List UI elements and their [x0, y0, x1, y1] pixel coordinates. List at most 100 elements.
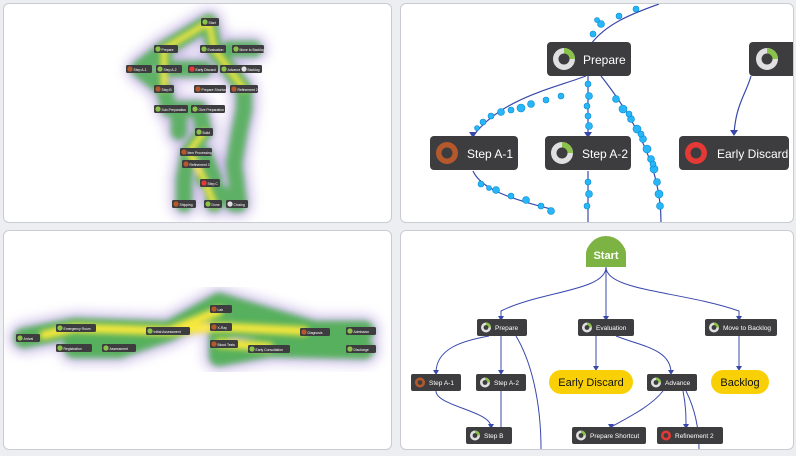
node-discharge[interactable]: Discharge: [346, 345, 376, 353]
node-label: Start: [209, 21, 216, 25]
node-early-discard[interactable]: Early Discard: [188, 65, 218, 73]
node-partial-right[interactable]: [749, 42, 793, 76]
node-label: Evaluation: [208, 48, 224, 52]
node-move-to-backlog[interactable]: Move to Backlog: [705, 319, 777, 336]
node-label: Step C: [208, 182, 219, 186]
node-advance[interactable]: Advance: [647, 374, 697, 391]
process-heatmap-panel[interactable]: Start Prepare Evaluation Move to Backlog…: [3, 3, 392, 223]
node-assessment[interactable]: Assessment: [102, 344, 136, 352]
start-label: Start: [593, 250, 618, 262]
node-step-b[interactable]: Step B: [154, 85, 174, 93]
node-move-to-backlog[interactable]: Move to Backlog: [232, 45, 265, 53]
node-step-a1[interactable]: Step A-1: [430, 136, 518, 170]
flowchart-panel[interactable]: Start Prepare Evaluation Move to Backlog…: [400, 230, 794, 450]
node-start[interactable]: Start: [201, 18, 219, 26]
node-build[interactable]: Build: [195, 128, 213, 136]
node-registration[interactable]: Registration: [56, 344, 92, 352]
node-label: Early Discard: [717, 147, 788, 161]
node-emergency-room[interactable]: Emergency Room: [56, 324, 96, 332]
node-label: Closing: [234, 203, 245, 207]
node-label: Refinement 2: [675, 433, 714, 440]
outcome-backlog[interactable]: Backlog: [711, 370, 769, 394]
process-heatmap-canvas: Start Prepare Evaluation Move to Backlog…: [126, 9, 267, 217]
node-prepare[interactable]: Prepare: [477, 319, 527, 336]
node-early-consultation[interactable]: Early Consultation: [248, 345, 290, 353]
node-label: Step A-1: [467, 147, 513, 161]
node-label: Lab: [218, 308, 224, 312]
node-label: Step A-2: [582, 147, 628, 161]
node-label: Backlog: [248, 68, 260, 72]
flowchart-canvas: Start Prepare Evaluation Move to Backlog…: [411, 236, 777, 449]
zoomed-flow-panel[interactable]: Prepare Step A-1 Step A-2 Early Discard: [400, 3, 794, 223]
node-label: Step A-1: [134, 68, 147, 72]
node-label: Advance: [228, 68, 241, 72]
node-initial-assessment[interactable]: Initial Assessment: [146, 327, 190, 335]
node-advance[interactable]: Advance: [220, 65, 244, 73]
outcome-label: Early Discard: [558, 377, 623, 389]
node-label: Arrival: [24, 337, 34, 341]
node-lab[interactable]: Lab: [210, 305, 232, 313]
node-step-a2[interactable]: Step A-2: [545, 136, 631, 170]
node-step-a1[interactable]: Step A-1: [411, 374, 461, 391]
node-step-b[interactable]: Step B: [466, 427, 512, 444]
node-label: Early Consultation: [256, 348, 284, 352]
node-item-processing[interactable]: Item Processing: [180, 148, 212, 156]
node-label: Assessment: [110, 347, 129, 351]
node-label: Move to Backlog: [723, 325, 771, 332]
node-label: Shipping: [180, 203, 193, 207]
node-step-a2[interactable]: Step A-2: [156, 65, 182, 73]
node-give-preparation[interactable]: Give Preparation: [191, 105, 225, 113]
node-label: Give Preparation: [199, 108, 225, 112]
node-label: Diagnosis: [308, 331, 323, 335]
node-label: Blood Tests: [218, 343, 236, 347]
node-refinement-2[interactable]: Refinement 2: [230, 85, 258, 93]
node-done[interactable]: Done: [204, 200, 222, 208]
zoomed-arrowheads: [469, 130, 738, 138]
node-evaluation[interactable]: Evaluation: [200, 45, 226, 53]
horizontal-heatmap-canvas: Arrival Emergency Room Registration Asse…: [9, 288, 379, 371]
zoomed-flow-canvas: Prepare Step A-1 Step A-2 Early Discard: [430, 4, 793, 222]
node-label: Step B: [162, 88, 173, 92]
node-sub-preparation[interactable]: Sub-Preparation: [154, 105, 188, 113]
node-label: Refinement 2: [238, 88, 258, 92]
node-step-a2[interactable]: Step A-2: [476, 374, 526, 391]
node-diagnosis[interactable]: Diagnosis: [300, 328, 330, 336]
node-closing[interactable]: Closing: [226, 200, 248, 208]
node-prepare-shortcut[interactable]: Prepare Shortcut: [194, 85, 227, 93]
outcome-label: Backlog: [720, 377, 759, 389]
node-backlog[interactable]: Backlog: [240, 65, 262, 73]
node-label: Prepare Shortcut: [202, 88, 228, 92]
node-prepare[interactable]: Prepare: [547, 42, 631, 76]
node-label: Step A-2: [494, 380, 519, 387]
start-node[interactable]: Start: [586, 236, 626, 267]
node-label: Prepare: [162, 48, 174, 52]
node-label: Sub-Preparation: [162, 108, 187, 112]
node-label: Done: [212, 203, 220, 207]
node-step-c[interactable]: Step C: [200, 179, 220, 187]
node-evaluation[interactable]: Evaluation: [578, 319, 634, 336]
node-arrival[interactable]: Arrival: [16, 334, 40, 342]
flow-edges: [435, 266, 740, 449]
node-step-a1[interactable]: Step A-1: [126, 65, 152, 73]
node-label: Item Processing: [188, 151, 212, 155]
horizontal-heatmap-panel[interactable]: Arrival Emergency Room Registration Asse…: [3, 230, 392, 450]
node-label: Prepare: [495, 325, 519, 332]
node-admission[interactable]: Admission: [346, 327, 376, 335]
node-prepare-shortcut[interactable]: Prepare Shortcut: [572, 427, 646, 444]
node-refinement-2[interactable]: Refinement 2: [657, 427, 723, 444]
node-prepare[interactable]: Prepare: [154, 45, 178, 53]
node-label: Advance: [665, 380, 691, 387]
node-blood-tests[interactable]: Blood Tests: [210, 340, 238, 348]
node-label: Move to Backlog: [240, 48, 265, 52]
node-label: X-Ray: [218, 326, 228, 330]
heatmap-nodes: Arrival Emergency Room Registration Asse…: [16, 305, 376, 353]
node-xray[interactable]: X-Ray: [210, 323, 232, 331]
node-early-discard[interactable]: Early Discard: [679, 136, 789, 170]
node-label: Early Discard: [196, 68, 216, 72]
outcome-early-discard[interactable]: Early Discard: [549, 370, 633, 394]
node-label: Registration: [64, 347, 82, 351]
node-refinement-3[interactable]: Refinement 3: [182, 160, 210, 168]
node-label: Emergency Room: [64, 327, 91, 331]
node-shipping[interactable]: Shipping: [172, 200, 196, 208]
flow-arrowheads: [433, 316, 742, 429]
